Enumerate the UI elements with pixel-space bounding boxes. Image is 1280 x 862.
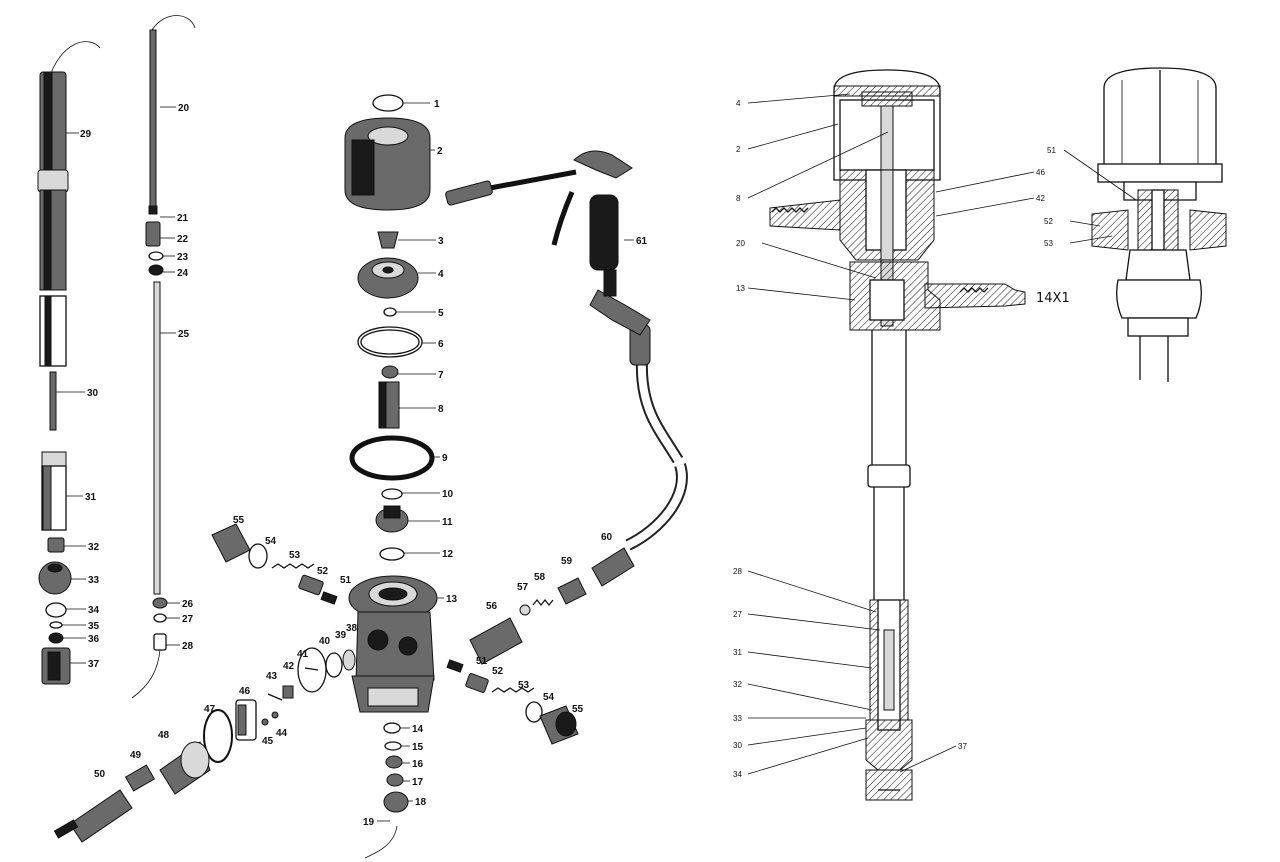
callout-52-upper: 52 [317,566,329,577]
callout-40: 40 [319,636,331,647]
callout-57: 57 [517,582,529,593]
callout-14: 14 [412,724,424,735]
callout-19: 19 [363,817,375,828]
callout-23: 23 [177,252,189,263]
callout-51-upper: 51 [340,575,352,586]
callout-55-upper: 55 [233,515,245,526]
section-callout-13: 13 [736,284,745,293]
right-chain [446,547,635,745]
callout-44: 44 [276,728,288,739]
callout-53-upper: 53 [289,550,301,561]
callout-36: 36 [88,634,100,645]
section-view-main: 14X1 [769,69,1070,801]
callout-10: 10 [442,489,454,500]
callout-59: 59 [561,556,573,567]
section-callout-31: 31 [733,648,742,657]
detail-callout-53: 53 [1044,239,1053,248]
callout-54-upper: 54 [265,536,277,547]
section-callout-2: 2 [736,145,741,154]
callout-12: 12 [442,549,454,560]
callout-60: 60 [601,532,613,543]
callout-4: 4 [438,269,444,280]
callout-18: 18 [415,797,427,808]
callout-51-lower: 51 [476,656,488,667]
callout-11: 11 [442,517,453,528]
callout-28: 28 [182,641,194,652]
callout-48: 48 [158,730,170,741]
section-callout-20: 20 [736,239,745,248]
callout-42: 42 [283,661,295,672]
callout-16: 16 [412,759,424,770]
callout-25: 25 [178,329,190,340]
callout-13: 13 [446,594,458,605]
callout-45: 45 [262,736,274,747]
callout-7: 7 [438,370,444,381]
section-callout-8: 8 [736,194,741,203]
detail-callout-52: 52 [1044,217,1053,226]
callout-58: 58 [534,572,546,583]
callout-1: 1 [434,99,440,110]
section-callout-28: 28 [733,567,742,576]
callout-56: 56 [486,601,498,612]
section-leaders [747,93,1137,775]
callout-2: 2 [437,146,443,157]
left-rod-assembly [131,15,196,699]
callout-6: 6 [438,339,444,350]
callout-8: 8 [438,404,444,415]
callout-49: 49 [130,750,142,761]
callout-47: 47 [204,704,216,715]
callout-31: 31 [85,492,97,503]
left-tube-assembly [37,41,101,685]
gun-and-hose [445,150,688,551]
section-callout-37: 37 [958,742,967,751]
callout-37: 37 [88,659,100,670]
thread-note: 14X1 [1036,291,1070,306]
callout-26: 26 [182,599,194,610]
callout-9: 9 [442,453,448,464]
detail-callout-51: 51 [1047,146,1056,155]
callout-5: 5 [438,308,444,319]
callout-53-lower: 53 [518,680,530,691]
callout-61: 61 [636,236,648,247]
leader-lines [56,102,634,822]
section-callout-4: 4 [736,99,741,108]
callout-33: 33 [88,575,100,586]
callout-52-lower: 52 [492,666,504,677]
callout-43: 43 [266,671,278,682]
section-callout-32: 32 [733,680,742,689]
callout-46: 46 [239,686,251,697]
upper-left-chain [211,523,338,605]
callout-29: 29 [80,129,92,140]
callout-54-lower: 54 [543,692,555,703]
section-view-detail [1091,67,1227,382]
callout-21: 21 [177,213,189,224]
lower-left-chain [53,647,356,843]
callout-22: 22 [177,234,189,245]
callout-38: 38 [346,623,358,634]
center-stack [344,94,438,859]
section-callout-46: 46 [1036,168,1045,177]
callout-24: 24 [177,268,189,279]
labels: 29 20 21 22 23 24 25 30 31 32 33 34 35 3… [80,99,1056,828]
section-callout-33: 33 [733,714,742,723]
callout-3: 3 [438,236,444,247]
callout-35: 35 [88,621,100,632]
section-callout-34: 34 [733,770,742,779]
callout-34: 34 [88,605,100,616]
callout-30: 30 [87,388,99,399]
callout-32: 32 [88,542,100,553]
section-callout-42: 42 [1036,194,1045,203]
callout-41: 41 [297,649,309,660]
section-callout-30: 30 [733,741,742,750]
section-callout-27: 27 [733,610,742,619]
callout-39: 39 [335,630,347,641]
callout-17: 17 [412,777,424,788]
callout-50: 50 [94,769,106,780]
callout-55-lower: 55 [572,704,584,715]
callout-15: 15 [412,742,424,753]
callout-27: 27 [182,614,194,625]
callout-20: 20 [178,103,190,114]
